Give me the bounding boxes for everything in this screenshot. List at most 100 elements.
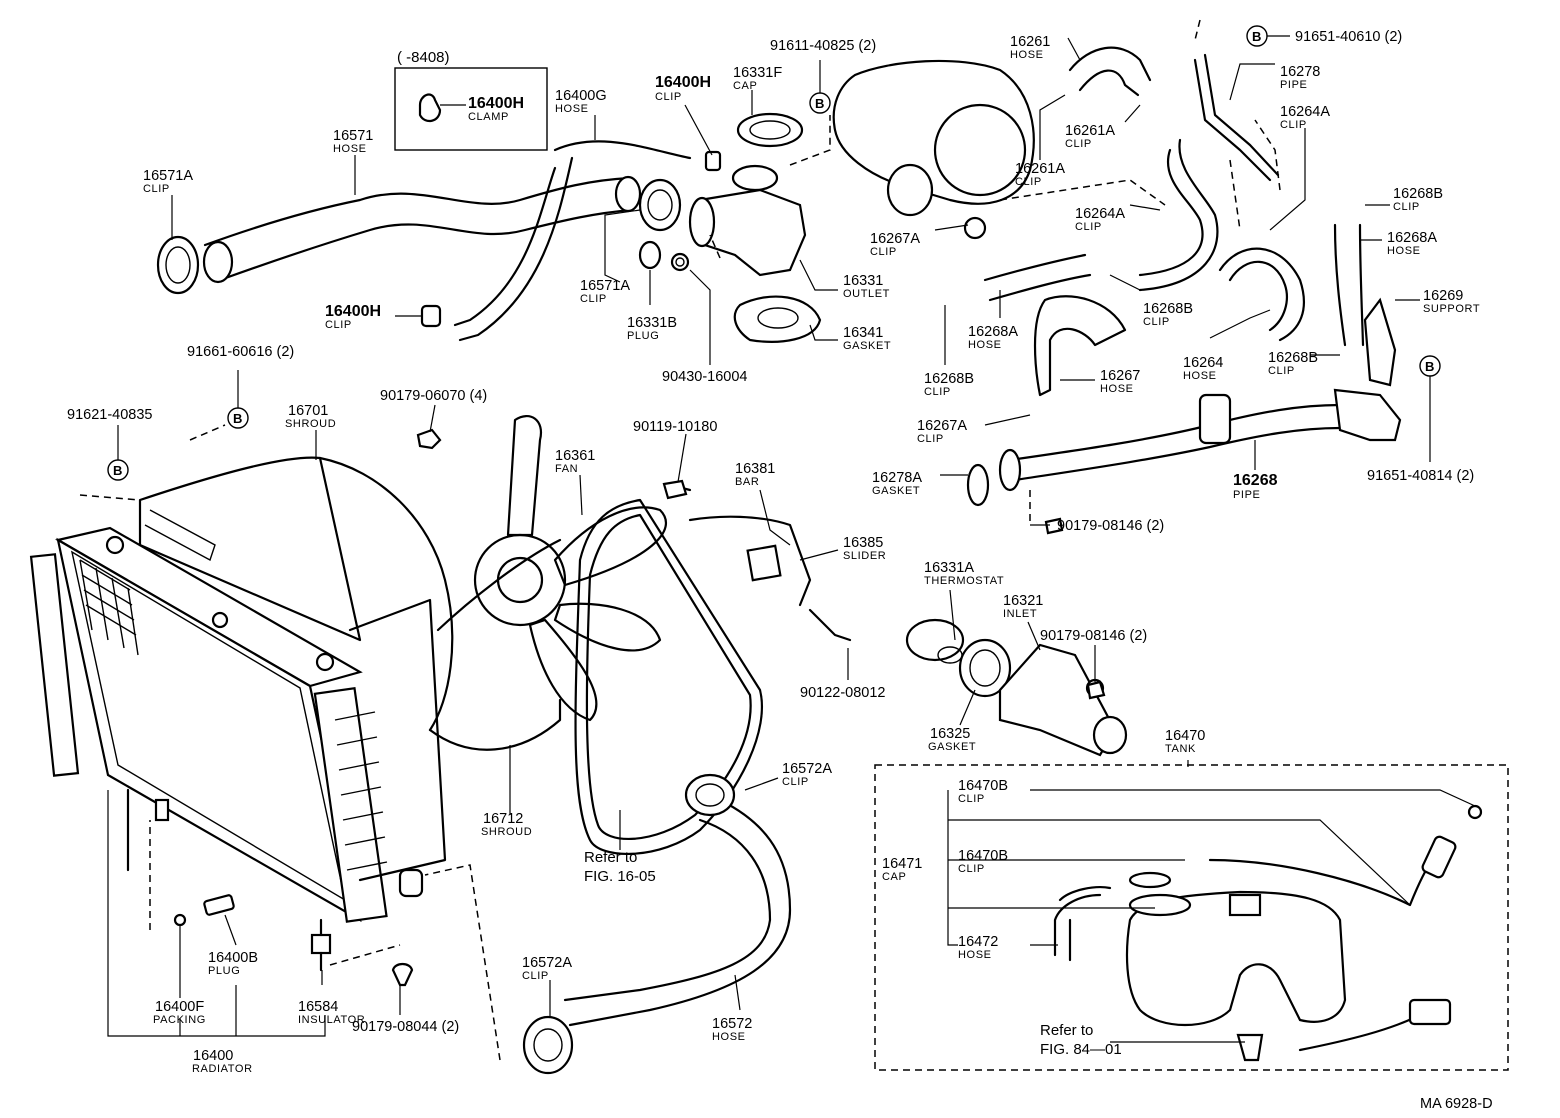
svg-text:B: B [1252,29,1261,44]
svg-text:91611-40825 (2): 91611-40825 (2) [770,38,876,54]
svg-text:16470: 16470 [1165,728,1205,744]
svg-text:SHROUD: SHROUD [285,418,336,430]
svg-text:90430-16004: 90430-16004 [662,369,747,385]
bypass-hose [420,140,722,342]
svg-text:16267: 16267 [1100,368,1140,384]
svg-text:CLIP: CLIP [917,433,944,445]
svg-text:CLIP: CLIP [1393,201,1420,213]
svg-text:16331: 16331 [843,273,883,289]
svg-text:CLIP: CLIP [1075,221,1102,233]
thermostat-group [905,618,1128,757]
svg-text:16400H: 16400H [325,303,381,320]
svg-text:FIG. 16-05: FIG. 16-05 [584,868,656,885]
svg-text:Refer to: Refer to [1040,1022,1093,1039]
svg-text:16572A: 16572A [522,955,572,971]
water-pipe [966,297,1402,507]
svg-text:HOSE: HOSE [333,143,367,155]
svg-text:16341: 16341 [843,325,883,341]
b-marker: B [1246,25,1290,47]
svg-text:16261A: 16261A [1065,123,1115,139]
part-label: 90430-16004 [662,369,747,385]
b-marker: B [809,60,831,114]
upper-shroud [138,456,454,882]
svg-text:16385: 16385 [843,535,883,551]
reservoir-tank [1053,804,1483,1062]
figure-code: MA 6928-D [1420,1096,1493,1112]
part-label: 91611-40825 (2) [770,38,876,54]
svg-text:90122-08012: 90122-08012 [800,685,885,701]
svg-text:91661-60616 (2): 91661-60616 (2) [187,344,294,360]
svg-text:GASKET: GASKET [843,340,891,352]
water-outlet [638,112,822,343]
svg-text:SHROUD: SHROUD [481,826,532,838]
svg-text:CLIP: CLIP [522,970,549,982]
svg-text:16572A: 16572A [782,761,832,777]
svg-text:FAN: FAN [555,463,578,475]
svg-text:16400H: 16400H [655,74,711,91]
part-label: 91621-40835 [67,407,152,423]
svg-text:CLIP: CLIP [958,863,985,875]
svg-text:16471: 16471 [882,856,922,872]
part-label: 90179-08146 (2) [1040,628,1147,644]
radiator [29,526,424,923]
svg-text:PLUG: PLUG [208,965,240,977]
svg-text:PIPE: PIPE [1280,79,1307,91]
svg-text:16264A: 16264A [1280,104,1330,120]
svg-text:16331B: 16331B [627,315,677,331]
svg-text:OUTLET: OUTLET [843,288,890,300]
part-label: 91661-60616 (2) [187,344,294,360]
variant-box-name: CLAMP [468,111,509,123]
refer-to-note: Refer to FIG. 84—01 [1040,1022,1122,1058]
svg-text:16400F: 16400F [155,999,204,1015]
svg-text:91621-40835: 91621-40835 [67,407,152,423]
svg-text:16268A: 16268A [1387,230,1437,246]
svg-text:PLUG: PLUG [627,330,659,342]
svg-text:16268A: 16268A [968,324,1018,340]
svg-text:CLIP: CLIP [782,776,809,788]
svg-text:INLET: INLET [1003,608,1037,620]
svg-text:CAP: CAP [733,80,757,92]
svg-text:16400G: 16400G [555,88,607,104]
b-marker: B [227,370,249,429]
engine-outline [832,59,1035,240]
svg-text:PACKING: PACKING [153,1014,206,1026]
svg-text:CLIP: CLIP [870,246,897,258]
svg-text:CLIP: CLIP [958,793,985,805]
lower-hose [522,773,792,1075]
svg-text:RADIATOR: RADIATOR [192,1063,253,1075]
svg-text:16325: 16325 [930,726,970,742]
svg-text:B: B [233,411,242,426]
svg-text:16472: 16472 [958,934,998,950]
svg-text:CLIP: CLIP [655,91,682,103]
variant-box-number: 16400H [468,95,524,112]
heater-hoses [983,46,1365,397]
svg-text:INSULATOR: INSULATOR [298,1014,365,1026]
svg-text:CLIP: CLIP [580,293,607,305]
svg-text:16400: 16400 [193,1048,233,1064]
svg-text:HOSE: HOSE [1010,49,1044,61]
svg-text:CLIP: CLIP [1280,119,1307,131]
svg-text:16584: 16584 [298,999,338,1015]
